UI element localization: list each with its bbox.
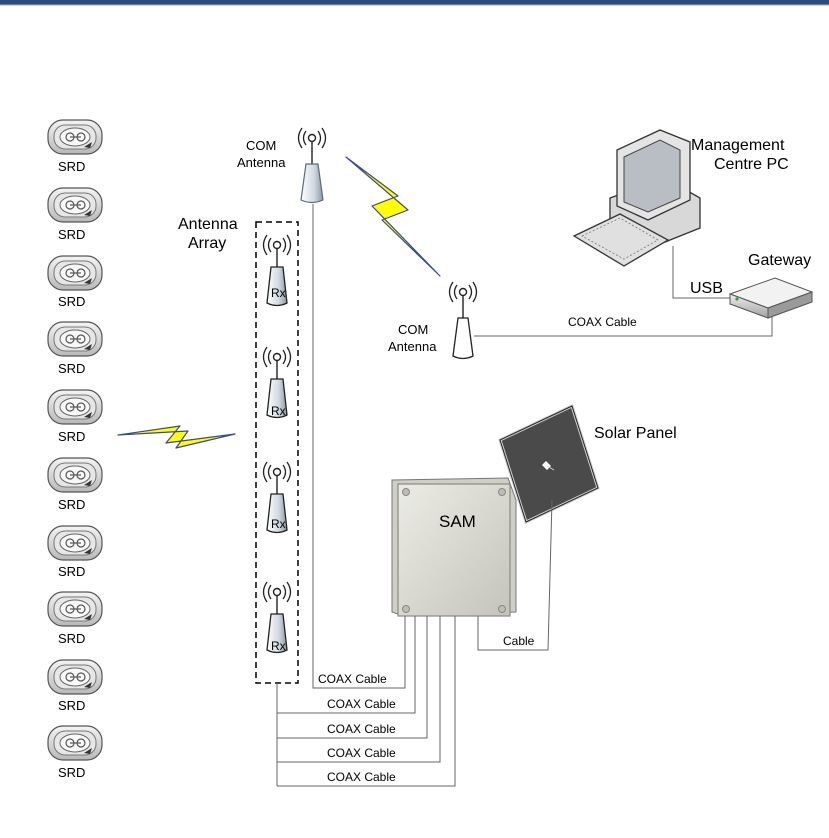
gateway: Gateway [730,252,812,318]
srd-device: SRD [48,120,102,174]
antenna-icon [299,128,326,203]
antenna-array-label-line2: Array [188,235,226,252]
coax-cable-2-label: COAX Cable [327,697,396,711]
wireless-link-bolt-icon [118,426,235,448]
sam-label: SAM [439,512,476,531]
srd-sensor-icon [48,526,102,560]
coax-cable-1 [313,204,405,688]
coax-cable-4 [277,616,440,762]
svg-text:Rx: Rx [271,639,286,653]
rx-antenna: Rx [264,235,291,306]
srd-sensor-icon [48,188,102,222]
srd-device: SRD [48,256,102,309]
antenna-array-label-line1: Antenna [178,216,238,233]
svg-text:SRD: SRD [58,227,85,242]
header-bar [0,0,829,5]
srd-device: SRD [48,458,102,512]
svg-text:Rx: Rx [271,517,286,531]
svg-text:SRD: SRD [58,159,85,174]
srd-sensor-icon [48,592,102,626]
coax-top-label: COAX Cable [568,315,637,329]
rx-antenna: Rx [264,347,291,418]
com-antenna-top-line2: Antenna [237,155,286,170]
rx-antenna: Rx [264,582,291,653]
antenna-icon [450,282,477,359]
management-pc: Management Centre PC [574,130,789,266]
enclosure-box-icon [392,478,516,616]
svg-text:SRD: SRD [58,631,85,646]
usb-label: USB [690,280,723,297]
com-antenna-mid-line1: COM [398,322,428,337]
srd-device: SRD [48,390,102,444]
com-antenna-mid: COM Antenna [388,282,477,359]
coax-cable-4-label: COAX Cable [327,746,396,760]
solar-panel: Solar Panel [500,406,677,522]
svg-text:SRD: SRD [58,698,85,713]
srd-device: SRD [48,592,102,646]
svg-text:SRD: SRD [58,294,85,309]
svg-text:SRD: SRD [58,765,85,780]
coax-cable-3-label: COAX Cable [327,722,396,736]
svg-text:SRD: SRD [58,564,85,579]
gateway-box-icon [730,278,812,318]
srd-device: SRD [48,322,102,376]
srd-sensor-icon [48,120,102,154]
svg-text:SRD: SRD [58,429,85,444]
desktop-pc-icon [574,130,700,266]
com-antenna-top-line1: COM [246,138,276,153]
management-pc-line2: Centre PC [714,156,789,173]
gateway-label: Gateway [748,252,811,269]
srd-sensor-icon [48,256,102,290]
coax-cable-1-label: COAX Cable [318,672,387,686]
srd-sensor-icon [48,458,102,492]
coax-cable-5-label: COAX Cable [327,770,396,784]
solar-panel-label: Solar Panel [594,425,677,442]
srd-sensor-icon [48,322,102,356]
wireless-link-bolt-icon [346,157,440,276]
svg-text:Rx: Rx [271,404,286,418]
srd-column: SRD SRD SRD SRD SRD SRD SRD SRD SRD SRD [48,120,102,780]
management-pc-line1: Management [691,137,785,154]
com-antenna-mid-line2: Antenna [388,339,437,354]
srd-sensor-icon [48,390,102,424]
svg-text:SRD: SRD [58,361,85,376]
srd-sensor-icon [48,726,102,760]
solar-cable-label: Cable [503,634,535,648]
svg-text:Rx: Rx [271,286,286,300]
srd-device: SRD [48,188,102,242]
srd-sensor-icon [48,660,102,694]
sam-unit: SAM [392,478,516,616]
svg-text:SRD: SRD [58,497,85,512]
srd-device: SRD [48,726,102,780]
rx-antenna: Rx [264,462,291,533]
srd-device: SRD [48,660,102,713]
srd-device: SRD [48,526,102,579]
com-antenna-top: COM Antenna [237,128,326,203]
